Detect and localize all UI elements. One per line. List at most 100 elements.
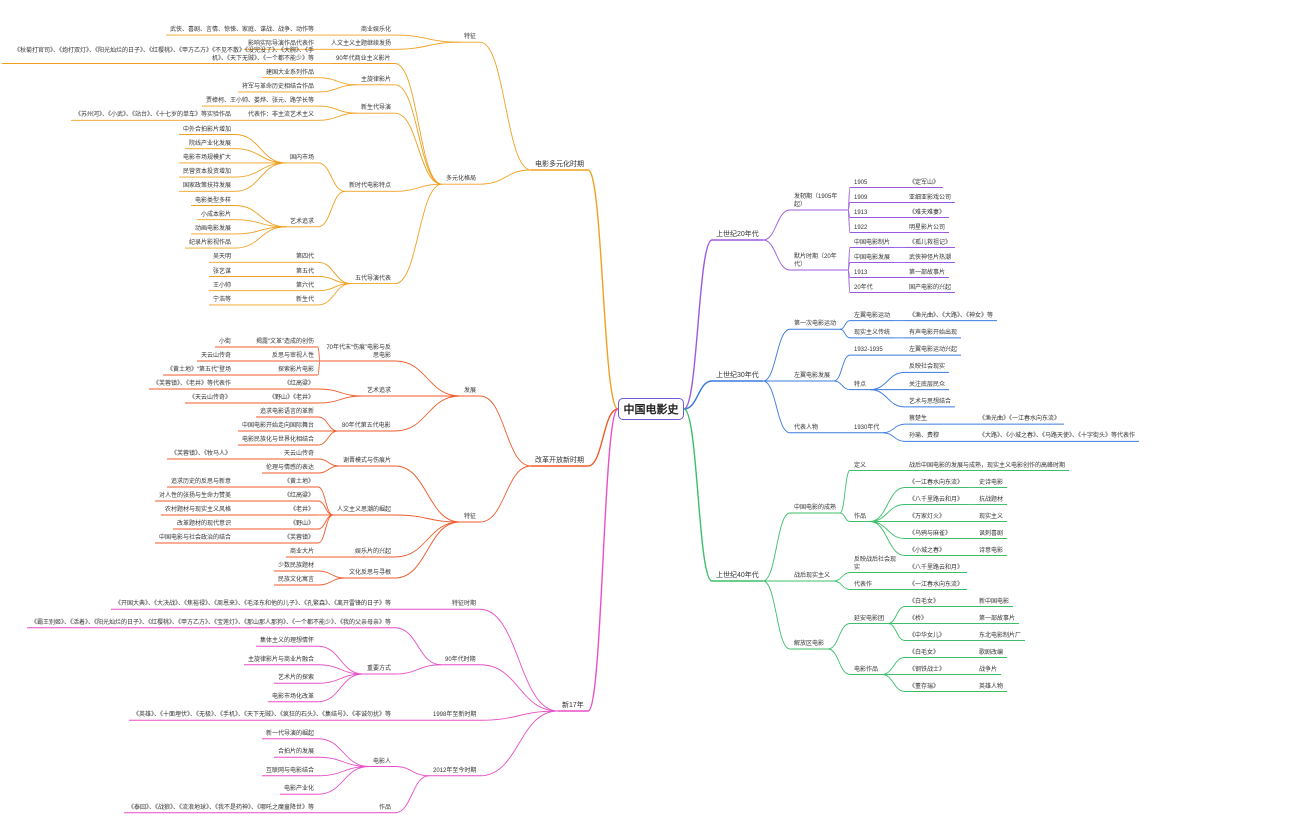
mindmap-node-label[interactable]: 《黄土地》“第五代”登场	[167, 367, 231, 373]
mindmap-node-label[interactable]: 中国电影与社会政治的结合	[159, 535, 232, 541]
mindmap-node-label[interactable]: 第六代	[296, 282, 315, 289]
mindmap-node-label[interactable]: 中外合拍影片增加	[183, 126, 232, 133]
mindmap-node-label[interactable]: 延安电影团	[854, 615, 885, 622]
mindmap-node-label[interactable]: 特点	[854, 381, 867, 388]
mindmap-node-label[interactable]: 艺术片的探索	[278, 675, 315, 682]
mindmap-node-label[interactable]: 发展	[464, 388, 477, 394]
mindmap-node-label[interactable]: 90年代时期	[445, 656, 476, 663]
mindmap-node-label[interactable]: 《黄土地》	[284, 479, 315, 485]
mindmap-node-label[interactable]: 《天云山传奇》	[189, 395, 232, 401]
mindmap-node-label[interactable]: 国家政策扶持发展	[183, 183, 232, 190]
mindmap-node-label[interactable]: 《中华女儿》	[909, 632, 946, 639]
mindmap-node-label[interactable]: 特征	[464, 34, 477, 41]
mindmap-node-label[interactable]: 电影类型多样	[195, 197, 232, 204]
mindmap-node-label[interactable]: 亚细亚影戏公司	[909, 194, 952, 201]
mindmap-node-label[interactable]: 谢晋模式与伤痕片	[343, 458, 392, 464]
mindmap-node-label[interactable]: 《野山》《老井》	[269, 395, 315, 401]
mindmap-node-label[interactable]: 《芙蓉镇》、《老井》等代表作	[153, 381, 232, 387]
mindmap-node-label[interactable]: 互联网与电影结合	[266, 767, 315, 774]
mindmap-node-label[interactable]: 合拍片的发展	[278, 749, 315, 756]
mindmap-node-label[interactable]: 《渔光曲》《一江春水向东流》	[979, 416, 1061, 423]
mindmap-node-label[interactable]: 新时代电影特点	[349, 183, 392, 190]
mindmap-node-label[interactable]: 国产电影的兴起	[909, 284, 952, 291]
mindmap-node-label[interactable]: 战后中国电影的发展与成熟，现实主义电影创作的高峰时期	[909, 462, 1066, 469]
root-node[interactable]: 中国电影史	[618, 398, 684, 420]
mindmap-node-label[interactable]: 抗战题材	[979, 496, 1004, 503]
mindmap-node-label[interactable]: 解放区电影	[794, 641, 825, 647]
mindmap-node-label[interactable]: 武侠神怪片热潮	[909, 254, 952, 261]
mindmap-node-label[interactable]: 有声电影开始出现	[909, 329, 958, 336]
mindmap-node-label[interactable]: 《野山》	[290, 521, 315, 527]
mindmap-node-label[interactable]: 战后现实主义	[794, 573, 831, 579]
mindmap-node-label[interactable]: 1932-1935	[854, 347, 883, 354]
mindmap-node-label[interactable]: 发轫期（1905年起）	[794, 194, 838, 208]
branch-node-label[interactable]: 上世纪20年代	[716, 231, 759, 238]
mindmap-node-label[interactable]: 《白毛女》	[909, 649, 940, 656]
mindmap-node-label[interactable]: 五代导演代表	[355, 275, 392, 282]
mindmap-node-label[interactable]: 英雄人物	[979, 683, 1004, 690]
mindmap-node-label[interactable]: 反映战后社会现实	[854, 556, 897, 571]
mindmap-node-label[interactable]: 主旋律影片	[361, 76, 392, 83]
mindmap-node-label[interactable]: 1913	[854, 209, 868, 216]
mindmap-node-label[interactable]: 民族文化寓言	[278, 577, 315, 583]
mindmap-node-label[interactable]: 1905	[854, 179, 868, 186]
mindmap-node-label[interactable]: 反映社会现实	[909, 364, 946, 371]
mindmap-node-label[interactable]: 影响实际导演作品代表作	[248, 41, 315, 48]
mindmap-node-label[interactable]: 90年代商业主义影片	[336, 55, 391, 62]
mindmap-node-label[interactable]: 王小帅	[213, 282, 232, 289]
mindmap-node-label[interactable]: 《乌鸦与麻雀》	[909, 530, 952, 537]
mindmap-node-label[interactable]: 纪录片影视作品	[189, 240, 232, 247]
mindmap-node-label[interactable]: 《苏州河》、《小武》、《站台》、《十七岁的单车》等实验作品	[75, 112, 232, 119]
mindmap-node-label[interactable]: 动画电影发展	[195, 225, 232, 232]
mindmap-node-label[interactable]: 小街	[219, 339, 232, 345]
mindmap-node-label[interactable]: 电影产业化	[284, 786, 315, 793]
mindmap-node-label[interactable]: 第四代	[296, 254, 315, 261]
mindmap-node-label[interactable]: 电影人	[373, 758, 392, 765]
mindmap-node-label[interactable]: 多元化格局	[446, 176, 477, 183]
mindmap-node-label[interactable]: 1998年至新时期	[433, 712, 477, 719]
mindmap-node-label[interactable]: 《一江春水向东流》	[909, 479, 964, 486]
mindmap-node-label[interactable]: 伦理与情感的表达	[266, 465, 315, 471]
mindmap-node-label[interactable]: 《红高粱》	[284, 493, 315, 499]
mindmap-node-label[interactable]: 定义	[854, 462, 867, 469]
mindmap-node-label[interactable]: 电影市场化改革	[272, 693, 315, 700]
mindmap-node-label[interactable]: 东北电影制片厂	[979, 632, 1022, 639]
mindmap-node-label[interactable]: 电影市场规模扩大	[183, 154, 232, 161]
mindmap-node-label[interactable]: 国内市场	[290, 154, 315, 161]
branch-node-label[interactable]: 电影多元化时期	[535, 161, 584, 168]
mindmap-node-label[interactable]: 电影作品	[854, 666, 879, 673]
mindmap-node-label[interactable]: 吴天明	[213, 254, 232, 261]
mindmap-node-label[interactable]: 商业娱乐化	[361, 27, 392, 34]
mindmap-node-label[interactable]: 《八千里路云和月》	[909, 496, 964, 503]
mindmap-node-label[interactable]: 1913	[854, 269, 868, 276]
mindmap-node-label[interactable]: 代表人物	[794, 424, 819, 431]
mindmap-node-label[interactable]: 2012年至今时期	[433, 767, 477, 774]
mindmap-node-label[interactable]: 作品	[379, 804, 392, 811]
mindmap-node-label[interactable]: 艺术追求	[290, 218, 315, 225]
mindmap-node-label[interactable]: 左翼电影发展	[794, 373, 831, 379]
mindmap-node-label[interactable]: 《渔光曲》、《大路》、《神女》等	[909, 312, 994, 319]
mindmap-node-label[interactable]: 80年代第五代电影	[342, 423, 391, 429]
mindmap-node-label[interactable]: 民营资本投资增加	[183, 169, 232, 176]
mindmap-node-label[interactable]: 追求历史的反思与新意	[171, 479, 232, 485]
mindmap-node-label[interactable]: 天云山传奇	[284, 451, 315, 457]
branch-node-label[interactable]: 上世纪30年代	[716, 372, 759, 379]
mindmap-node-label[interactable]: 揭露“文革”造成的创伤	[256, 339, 314, 345]
mindmap-node-label[interactable]: 将军与革命历史相结合作品	[242, 83, 315, 90]
mindmap-node-label[interactable]: 文化反思与寻根	[349, 570, 392, 576]
mindmap-node-label[interactable]: 新一代导演的崛起	[266, 730, 315, 737]
mindmap-node-label[interactable]: 对人性的张扬与生命力赞美	[159, 493, 232, 499]
mindmap-node-label[interactable]: 《孤儿救祖记》	[909, 239, 952, 246]
mindmap-node-label[interactable]: 20年代	[854, 284, 873, 291]
mindmap-node-label[interactable]: 《芙蓉镇》、《牧马人》	[171, 451, 232, 457]
mindmap-node-label[interactable]: 蔡楚生	[909, 416, 928, 423]
mindmap-node-label[interactable]: 第五代	[296, 268, 315, 275]
mindmap-node-label[interactable]: 《大路》、《小城之春》、《马路天使》、《十字街头》等代表作	[979, 433, 1136, 440]
mindmap-node-label[interactable]: 贾樟柯、王小帅、娄烨、张元、路学长等	[206, 98, 315, 105]
branch-node-label[interactable]: 新17年	[562, 702, 584, 709]
mindmap-node-label[interactable]: 左翼电影运动兴起	[909, 347, 958, 354]
mindmap-node-label[interactable]: 《泰囧》、《战狼》、《流浪地球》、《我不是药神》、《哪吒之魔童降世》等	[128, 804, 315, 811]
mindmap-node-label[interactable]: 探索影片电影	[278, 367, 315, 373]
mindmap-node-label[interactable]: 新中国电影	[979, 598, 1010, 605]
mindmap-node-label[interactable]: 《桥》	[909, 615, 928, 622]
